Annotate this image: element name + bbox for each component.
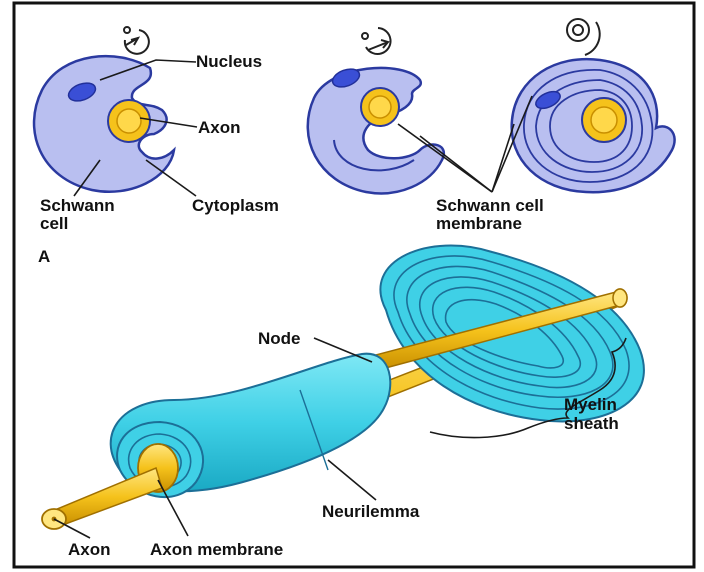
label-myelin-2: sheath bbox=[564, 414, 619, 433]
axon-rod-end-top bbox=[613, 289, 627, 307]
label-axon-membrane: Axon membrane bbox=[150, 540, 283, 559]
label-schwann-cell-2: cell bbox=[40, 214, 68, 233]
label-nucleus: Nucleus bbox=[196, 52, 262, 71]
label-cytoplasm: Cytoplasm bbox=[192, 196, 279, 215]
label-neurilemma: Neurilemma bbox=[322, 502, 420, 521]
label-panel-a: A bbox=[38, 247, 50, 266]
label-schwann-cell-1: Schwann bbox=[40, 196, 115, 215]
label-membrane-2: membrane bbox=[436, 214, 522, 233]
label-node: Node bbox=[258, 329, 301, 348]
label-axon-top: Axon bbox=[198, 118, 241, 137]
label-membrane-1: Schwann cell bbox=[436, 196, 544, 215]
axon-core-1 bbox=[117, 109, 141, 133]
axon-core-2 bbox=[369, 96, 391, 118]
axon-core-3 bbox=[591, 107, 617, 133]
label-axon-bottom: Axon bbox=[68, 540, 111, 559]
label-myelin-1: Myelin bbox=[564, 395, 617, 414]
